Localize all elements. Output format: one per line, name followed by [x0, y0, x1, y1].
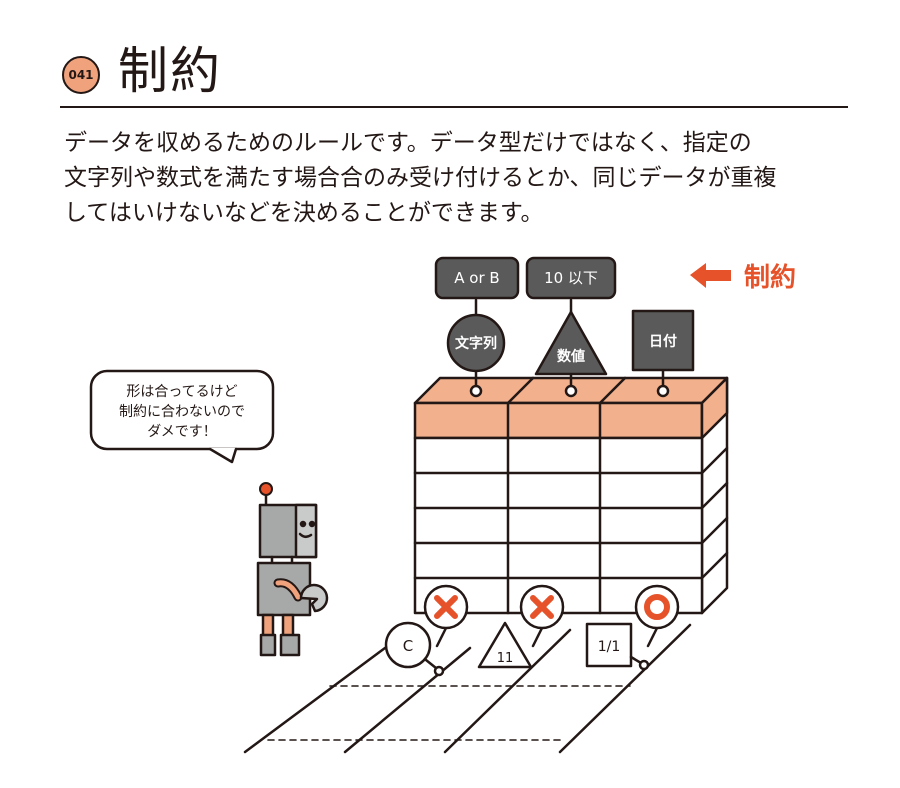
page-title: 制約	[118, 42, 222, 100]
input-number-text: 11	[497, 651, 514, 666]
constraint-arrow-icon	[690, 263, 731, 288]
robot-character	[256, 493, 329, 657]
speech-line-2: 制約に合わないので	[119, 404, 245, 420]
rule-number-text: 10 以下	[544, 269, 598, 287]
cross-icon	[434, 595, 458, 619]
speech-line-3: ダメです！	[147, 424, 217, 440]
section-header: 041 制約	[60, 38, 850, 108]
input-string-value	[384, 621, 445, 677]
database-table	[413, 376, 729, 615]
column-string-label: 文字列	[455, 335, 497, 352]
column-date-label: 日付	[649, 333, 677, 350]
description-line-1: データを収めるためのルールです。データ型だけではなく、指定の	[64, 130, 752, 156]
result-number-badge	[519, 584, 565, 648]
floor-lines	[243, 623, 692, 754]
input-string-text: C	[403, 637, 413, 655]
speech-line-1: 形は合ってるけど	[126, 384, 237, 400]
description-text: データを収めるためのルールです。データ型だけではなく、指定の 文字列や数式を満た…	[64, 126, 854, 231]
section-number-badge: 041	[62, 56, 100, 94]
cross-icon	[530, 595, 554, 619]
description-line-3: してはいけないなどを決めることができます。	[64, 200, 544, 226]
title-underline	[60, 106, 848, 108]
result-string-badge	[423, 584, 469, 648]
description-line-2: 文字列や数式を満たす場合合のみ受け付けるとか、同じデータが重複	[64, 165, 777, 191]
column-type-date-marker	[631, 309, 695, 398]
input-date-value	[585, 622, 650, 671]
circle-ok-icon	[644, 594, 670, 620]
constraint-label: 制約	[744, 262, 796, 293]
input-number-value	[477, 621, 533, 669]
speech-bubble	[89, 369, 275, 464]
rule-label-string	[434, 256, 520, 300]
input-date-text: 1/1	[598, 639, 621, 655]
column-type-number-marker	[534, 298, 608, 398]
column-type-string-marker	[446, 298, 506, 398]
robot-antenna-icon	[259, 482, 273, 496]
column-number-label: 数値	[557, 348, 585, 365]
rule-label-number	[525, 256, 617, 300]
rule-string-text: A or B	[454, 269, 499, 287]
result-date-badge	[634, 584, 680, 648]
